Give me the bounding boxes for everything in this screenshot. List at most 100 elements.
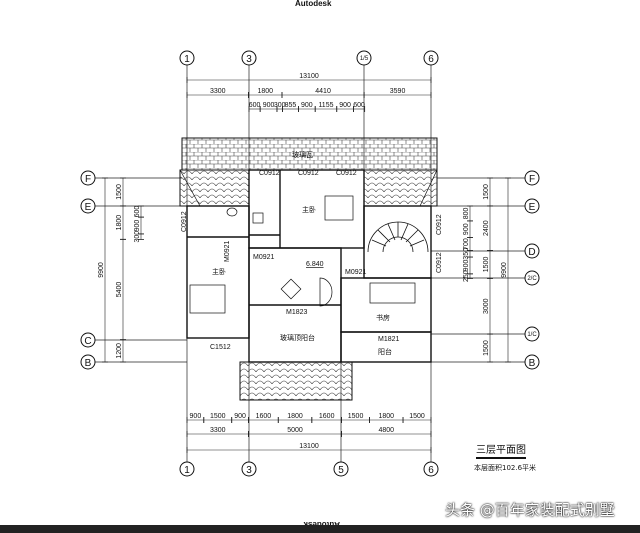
glass-balcony-label: 玻璃顶阳台 [280,333,315,342]
dim-value: 3300 [210,88,226,95]
axis-bubble-right: D [524,243,540,259]
axis-bubble-top: 3 [241,50,257,66]
svg-text:D: D [528,247,535,258]
window-right-2: C0912 [436,252,443,273]
axis-bubbles: 1 3 1/5 6 1 3 5 6 F E C B F E D 2/C 1/C … [80,50,540,477]
axis-bubble-top: 1/5 [356,50,372,66]
drawing-title: 三层平面图 [476,441,526,459]
axis-bubble-left: E [80,198,96,214]
dim-value: 3590 [390,88,406,95]
svg-text:1: 1 [184,54,190,65]
furniture [189,195,416,314]
dim-value: 9900 [501,262,508,278]
dim-chain-top_total: 13100 [186,73,432,83]
toilet-icon [226,207,238,217]
dim-chain-bottom_total: 13100 [186,443,432,453]
roof-label: 玻璃瓦 [292,150,313,159]
axis-bubble-top: 1 [179,50,195,66]
dim-value: 350 [463,248,470,260]
dim-value: 900 [263,102,275,109]
svg-text:2/C: 2/C [527,276,537,282]
axis-bubble-right: B [524,354,540,370]
axis-bubble-bottom: 1 [179,461,195,477]
door-study-balcony: M1821 [378,336,400,343]
master-bedroom-1: 主卧 [302,205,316,214]
svg-text:C: C [84,336,91,347]
dim-chain-top_axes: 3300 1800 4410 3590 [186,88,432,98]
dim-value: 700 [463,238,470,250]
watermark: 头条 @百年家装配式别墅 [445,501,615,519]
svg-text:6: 6 [428,465,434,476]
footer-bar [0,525,640,533]
dim-value: 1600 [319,413,335,420]
svg-text:1/C: 1/C [527,332,537,338]
svg-text:1/5: 1/5 [360,56,369,62]
axis-bubble-left: C [80,332,96,348]
svg-text:6: 6 [428,54,434,65]
svg-text:B: B [85,358,92,369]
dim-value: 1500 [483,340,490,356]
axis-bubble-bottom: 5 [333,461,349,477]
dim-value: 4800 [379,427,395,434]
window-bedroom: C1512 [210,344,231,351]
dim-value: 900 [463,260,470,272]
dim-value: 1500 [483,257,490,273]
desk [369,282,416,304]
dim-value: 3300 [210,427,226,434]
dim-value: 250 [463,270,470,282]
dim-value: 1500 [348,413,364,420]
axis-bubble-right: 1/C [524,326,540,342]
dim-value: 13100 [299,73,319,80]
canopy-hatch [239,361,353,401]
bed-master-2 [189,284,226,314]
dim-value: 900 [134,220,141,232]
axis-bubble-bottom: 6 [423,461,439,477]
brand-top: Autodesk [295,0,332,8]
axis-bubble-bottom: 3 [241,461,257,477]
window-top-3: C0912 [336,170,357,177]
dim-value: 1500 [116,184,123,200]
roof-right [363,169,438,207]
svg-text:E: E [529,202,536,213]
dim-value: 1200 [116,343,123,359]
dim-value: 4410 [315,88,331,95]
svg-text:E: E [85,202,92,213]
axis-bubble-left: F [80,170,96,186]
dim-value: 2400 [483,220,490,236]
balcony-label: 阳台 [378,347,392,356]
dim-value: 600 [353,102,365,109]
svg-text:F: F [85,174,91,185]
spiral-stair [367,221,429,253]
axis-bubble-right: F [524,170,540,186]
door-study: M0921 [345,269,367,276]
dim-value: 1800 [257,88,273,95]
area-note: 本层面积102.6平米 [474,464,537,472]
toilet-shape [319,277,333,307]
window-top-1: C0912 [259,170,280,177]
bed-master-1 [324,195,354,221]
dim-chain-left_total: 9900 [98,177,108,363]
dim-value: 300 [274,102,286,109]
dim-value: 300 [134,231,141,243]
dim-value: 3000 [483,298,490,314]
dim-value: 600 [134,206,141,218]
axis-bubble-right: 2/C [524,270,540,286]
elevation-mark: 6.840 [306,261,324,268]
dim-value: 900 [463,223,470,235]
study-label: 书房 [376,313,390,322]
dim-value: 1500 [210,413,226,420]
svg-text:B: B [529,358,536,369]
dim-value: 1800 [287,413,303,420]
room-labels: C0912 C0912 C0912 C0912 C0912 C0912 M092… [181,170,443,356]
dim-value: 900 [301,102,313,109]
dining-table [280,278,302,300]
dim-value: 1600 [256,413,272,420]
window-left: C0912 [181,211,188,232]
svg-text:F: F [529,174,535,185]
